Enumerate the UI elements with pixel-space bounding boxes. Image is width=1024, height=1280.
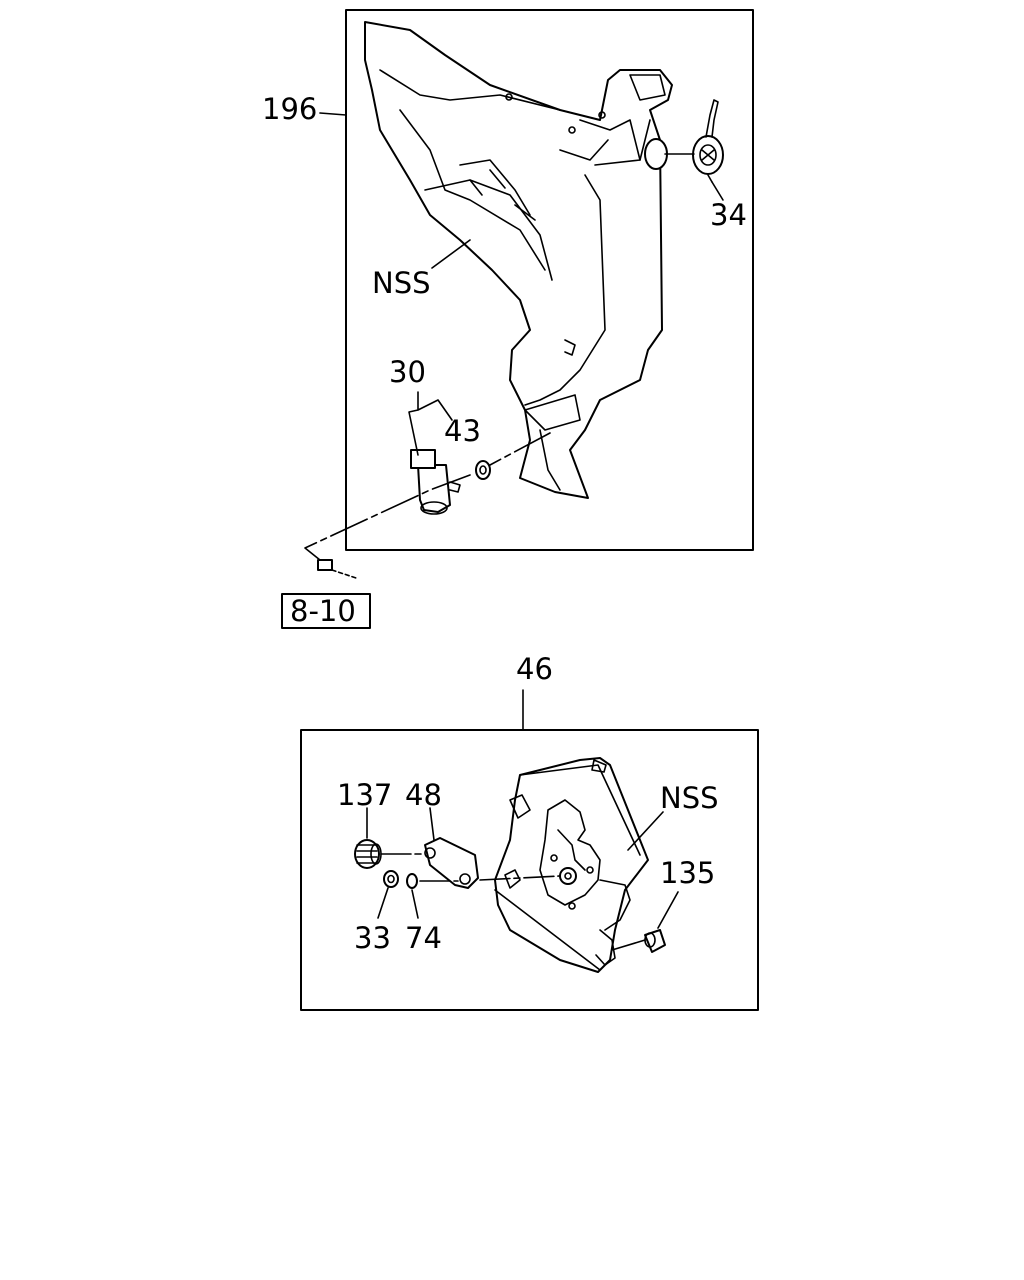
washer-tank: [364, 21, 673, 499]
callout-34: 34: [710, 198, 747, 232]
callout-196: 196: [262, 92, 317, 126]
ref-box-8-10: [281, 593, 371, 629]
callout-33: 33: [354, 921, 391, 955]
bracket-assembly: 46 137 48 NSS 135 33 74: [300, 652, 759, 1011]
pump-grommet: [475, 460, 491, 480]
tank-assembly-frame: [345, 9, 754, 551]
callout-nss-top: NSS: [372, 266, 431, 300]
harness-connector: [317, 559, 357, 579]
callout-137: 137: [337, 778, 392, 812]
leader-34: [664, 153, 724, 201]
leader-135: [611, 891, 679, 951]
bracket-arm: [424, 837, 479, 889]
knurled-nut: [354, 839, 382, 869]
callout-43: 43: [444, 414, 481, 448]
leader-hose: [304, 432, 551, 561]
flat-washer: [406, 873, 418, 889]
callout-135: 135: [660, 856, 715, 890]
callout-74: 74: [405, 921, 442, 955]
leader-48: [429, 807, 435, 841]
callout-nss-bottom: NSS: [660, 781, 719, 815]
hex-nut: [383, 870, 399, 888]
leader-nss-top: [431, 239, 471, 269]
leader-assembly-line: [380, 853, 561, 882]
plastic-clip: [644, 929, 666, 953]
leader-196: [319, 112, 347, 116]
leader-33: [377, 887, 389, 919]
callout-30: 30: [389, 355, 426, 389]
leader-74: [411, 889, 419, 919]
bracket-assembly-frame: [300, 729, 759, 1011]
callout-8-10: 8-10: [290, 594, 356, 628]
callout-48: 48: [405, 778, 442, 812]
filler-cap: [644, 99, 724, 183]
callout-46: 46: [516, 652, 553, 686]
washer-tank-assembly: 196 34 NSS 30 43 8-10: [262, 9, 754, 629]
leader-nss-bottom: [627, 811, 664, 851]
leader-30: [408, 391, 453, 456]
mounting-plate: [494, 757, 649, 973]
